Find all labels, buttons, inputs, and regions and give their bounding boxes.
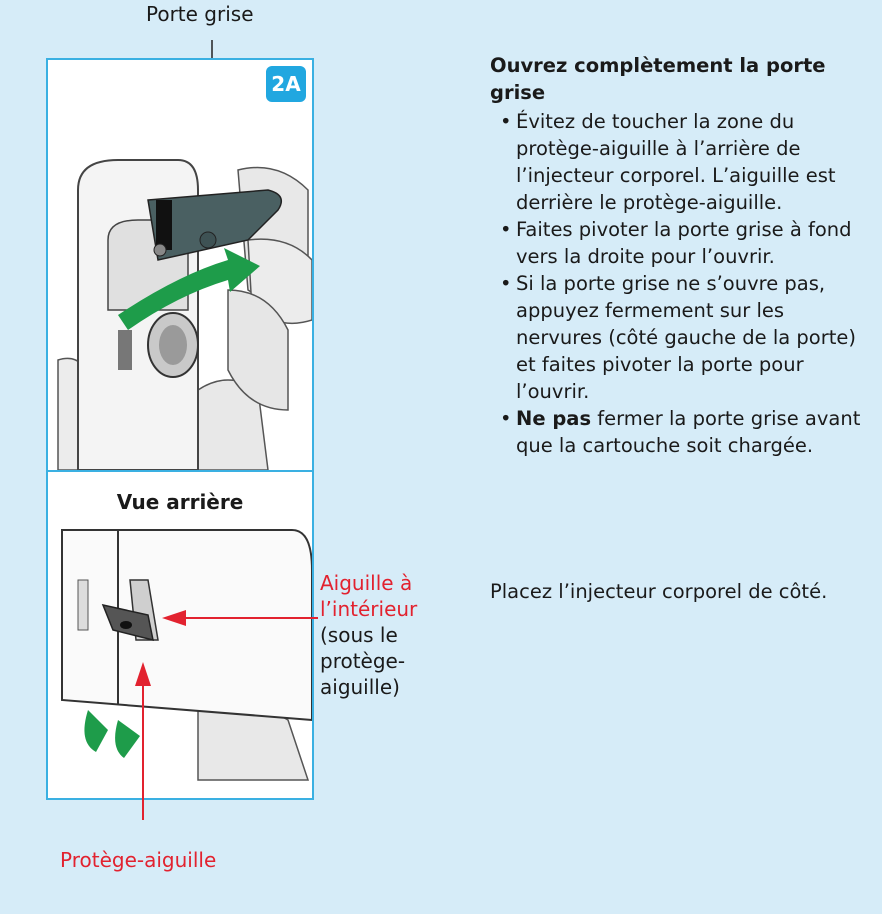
instructions-panel: Ouvrez complètement la porte grise Évite… (490, 52, 874, 459)
gray-door-label: Porte grise (146, 2, 254, 26)
device-illustration (57, 159, 312, 781)
rear-view-title: Vue arrière (116, 490, 244, 514)
needle-label-line5: aiguille) (320, 675, 400, 699)
rear-view-illustration (61, 529, 312, 781)
instructions-heading: Ouvrez complètement la porte grise (490, 54, 826, 104)
needle-inside-label: Aiguille à l’intérieur (sous le protège-… (320, 570, 417, 700)
front-view-illustration (57, 159, 312, 471)
instruction-item: Faites pivoter la porte grise à fond ver… (500, 216, 874, 270)
instruction-item: Ne pas fermer la porte grise avant que l… (500, 405, 874, 459)
needle-label-line1: Aiguille à (320, 571, 413, 595)
instruction-item: Si la porte grise ne s’ouvre pas, appuye… (500, 270, 874, 405)
step-badge: 2A (266, 66, 306, 102)
needle-label-line2: l’intérieur (320, 597, 418, 621)
figure-divider (48, 470, 312, 472)
instructions-list: Évitez de toucher la zone du protège-aig… (490, 108, 874, 459)
needle-label-line3: (sous le (320, 623, 398, 647)
instruction-item: Évitez de toucher la zone du protège-aig… (500, 108, 874, 216)
final-instruction: Placez l’injecteur corporel de côté. (490, 580, 828, 603)
needle-guard-label: Protège-aiguille (60, 848, 217, 872)
needle-label-line4: protège- (320, 649, 406, 673)
instruction-figure: 2A Vue arrière (46, 58, 314, 800)
warning-emphasis: Ne pas (516, 407, 592, 430)
